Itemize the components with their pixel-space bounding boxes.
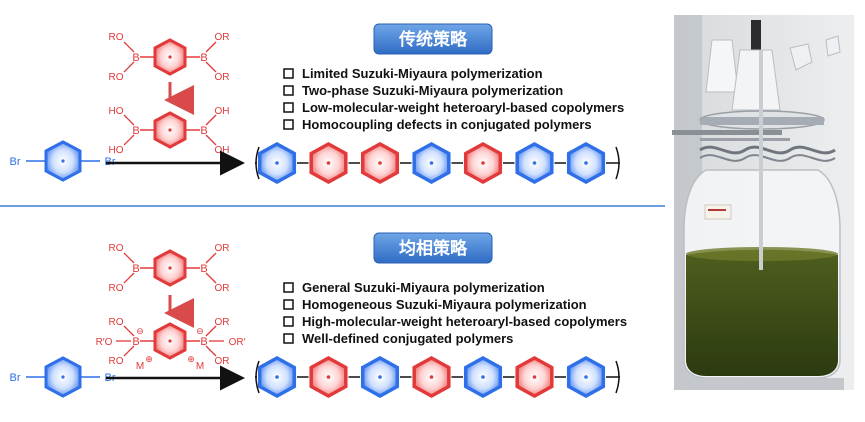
bottom-dibromo-monomer: Br Br <box>10 356 116 398</box>
top-bullet-list: Limited Suzuki-Miyaura polymerization Tw… <box>283 66 624 132</box>
bottom-section: 均相策略 General Suzuki-Miyaura polymerizati… <box>10 232 627 398</box>
ring-center-dot <box>532 161 537 165</box>
oh-label: OH <box>215 106 230 117</box>
checkbox-icon <box>283 316 294 327</box>
ro-label: RO <box>109 72 124 83</box>
top-boronic-ester: B B RO RO OR OR <box>109 32 230 83</box>
or-label: OR <box>215 317 230 328</box>
top-polymer-chain <box>255 142 620 184</box>
ro-prime-label: R′O <box>96 337 113 348</box>
oh-label: OH <box>215 145 230 156</box>
top-badge-text: 传统策略 <box>398 29 468 50</box>
bottom-boronic-ester: B B RO RO OR OR <box>109 243 230 294</box>
boron-label: B <box>200 263 207 275</box>
ring-center-dot <box>429 161 434 165</box>
or-label: OR <box>215 32 230 43</box>
br-label: Br <box>10 156 21 168</box>
checkbox-icon <box>283 299 294 310</box>
metal-label: M <box>136 361 144 372</box>
minus-charge-icon: ⊖ <box>136 326 144 336</box>
bottom-strategy-badge: 均相策略 <box>373 232 493 264</box>
top-bullet-2: Two-phase Suzuki-Miyaura polymerization <box>302 83 563 98</box>
ring-center-dot <box>584 375 588 379</box>
bottom-badge-text: 均相策略 <box>399 238 468 259</box>
checkbox-icon <box>283 102 294 113</box>
bottom-bullet-list: General Suzuki-Miyaura polymerization Ho… <box>283 280 627 346</box>
bottom-bullet-2: Homogeneous Suzuki-Miyaura polymerizatio… <box>302 297 587 312</box>
top-bullet-4: Homocoupling defects in conjugated polym… <box>302 117 592 132</box>
bottom-bullet-4: Well-defined conjugated polymers <box>302 331 513 346</box>
checkbox-icon <box>283 85 294 96</box>
clamp-coil <box>699 145 836 155</box>
ring-center-dot <box>429 375 434 379</box>
clamp-rod <box>672 130 782 135</box>
boron-label: B <box>132 336 139 348</box>
or-label: OR <box>215 243 230 254</box>
minus-charge-icon: ⊖ <box>196 326 204 336</box>
boron-label: B <box>200 125 207 137</box>
top-boronic-acid: B B HO HO OH OH <box>109 106 230 156</box>
bottom-bullet-3: High-molecular-weight heteroaryl-based c… <box>302 314 627 329</box>
checkbox-icon <box>283 333 294 344</box>
or-label: OR <box>215 356 230 367</box>
checkbox-icon <box>283 119 294 130</box>
ro-label: RO <box>109 283 124 294</box>
top-bullet-3: Low-molecular-weight heteroaryl-based co… <box>302 100 624 115</box>
boron-label: B <box>200 52 207 64</box>
plus-charge-icon: ⊕ <box>145 354 153 364</box>
bottom-polymer-chain <box>255 356 620 398</box>
ro-label: RO <box>109 32 124 43</box>
ring-center-dot <box>326 161 331 165</box>
ro-label: RO <box>109 356 124 367</box>
ring-center-dot <box>584 161 588 165</box>
bottom-bullet-1: General Suzuki-Miyaura polymerization <box>302 280 545 295</box>
ho-label: HO <box>109 106 124 117</box>
metal-label: M <box>196 361 204 372</box>
top-dibromo-monomer: Br Br <box>10 140 116 182</box>
ro-label: RO <box>109 317 124 328</box>
ring-center-dot <box>275 161 279 165</box>
ring-center-dot <box>275 375 279 379</box>
reactor-neck <box>705 39 739 93</box>
boron-label: B <box>132 125 139 137</box>
boron-label: B <box>132 52 139 64</box>
ring-center-dot <box>481 161 485 165</box>
boron-label: B <box>200 336 207 348</box>
br-label: Br <box>10 372 21 384</box>
top-bullet-1: Limited Suzuki-Miyaura polymerization <box>302 66 543 81</box>
or-label: OR <box>215 283 230 294</box>
top-strategy-badge: 传统策略 <box>373 23 493 55</box>
stirrer-cap <box>751 20 761 50</box>
side-port <box>789 43 813 71</box>
ring-center-dot <box>326 375 331 379</box>
ring-center-dot <box>532 375 537 379</box>
bottom-borate-complex: B B ⊖ ⊖ RO R′O RO OR OR′ OR M ⊕ M ⊕ <box>96 317 246 372</box>
top-section: 传统策略 Limited Suzuki-Miyaura polymerizati… <box>10 23 624 184</box>
boron-label: B <box>132 263 139 275</box>
stirrer-shaft <box>759 50 763 270</box>
ring-center-dot <box>378 161 382 165</box>
or-prime-label: OR′ <box>229 337 246 348</box>
plus-charge-icon: ⊕ <box>187 354 195 364</box>
ro-label: RO <box>109 243 124 254</box>
reactor-photo <box>672 15 854 390</box>
ring-center-dot <box>378 375 382 379</box>
polymer-solution <box>686 249 838 376</box>
checkbox-icon <box>283 68 294 79</box>
ho-label: HO <box>109 145 124 156</box>
checkbox-icon <box>283 282 294 293</box>
or-label: OR <box>215 72 230 83</box>
ring-center-dot <box>481 375 485 379</box>
